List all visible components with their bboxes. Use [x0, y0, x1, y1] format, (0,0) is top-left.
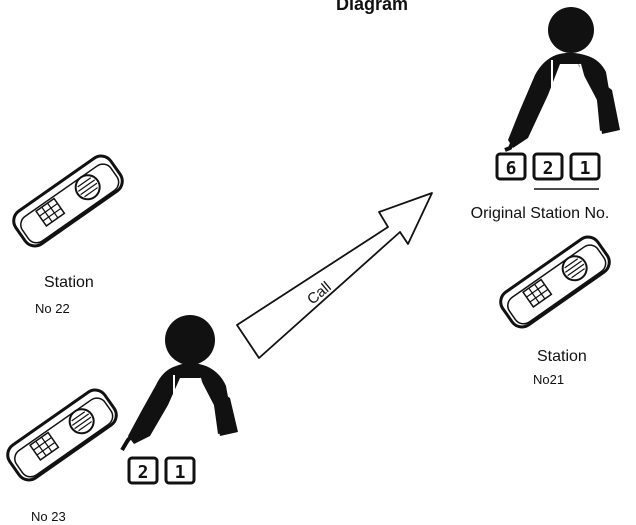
- original-station-caption: Original Station No.: [471, 205, 610, 222]
- dial-key-6: 6: [495, 152, 527, 181]
- dial-key-1-bottom: 1: [164, 456, 196, 485]
- station-21-number: No21: [533, 372, 564, 387]
- dial-key-1-digit: 1: [580, 158, 591, 179]
- dial-key-1-bottom-digit: 1: [175, 462, 186, 483]
- dial-key-6-digit: 6: [506, 158, 517, 179]
- phone-station-23-icon: [6, 388, 118, 482]
- station-22-number: No 22: [35, 301, 70, 316]
- person-bottom-icon: [120, 315, 238, 452]
- call-arrow: Call: [236, 192, 433, 359]
- dial-keys-top: 6 2 1: [495, 152, 601, 190]
- dial-key-2-bottom: 2: [127, 456, 159, 485]
- dial-key-2-digit: 2: [543, 158, 554, 179]
- station-22-label: Station: [44, 274, 94, 291]
- phone-station-22-icon: [12, 154, 124, 248]
- dial-key-2-bottom-digit: 2: [138, 462, 149, 483]
- dial-keys-bottom: 2 1: [127, 456, 196, 485]
- diagram-title: Diagram: [336, 0, 408, 14]
- station-23-number: No 23: [31, 509, 66, 524]
- dial-key-1: 1: [569, 152, 601, 181]
- phone-station-21-icon: [499, 235, 611, 329]
- person-top-right-icon: [504, 7, 620, 152]
- station-21-label: Station: [537, 348, 587, 365]
- dial-key-2: 2: [532, 152, 564, 181]
